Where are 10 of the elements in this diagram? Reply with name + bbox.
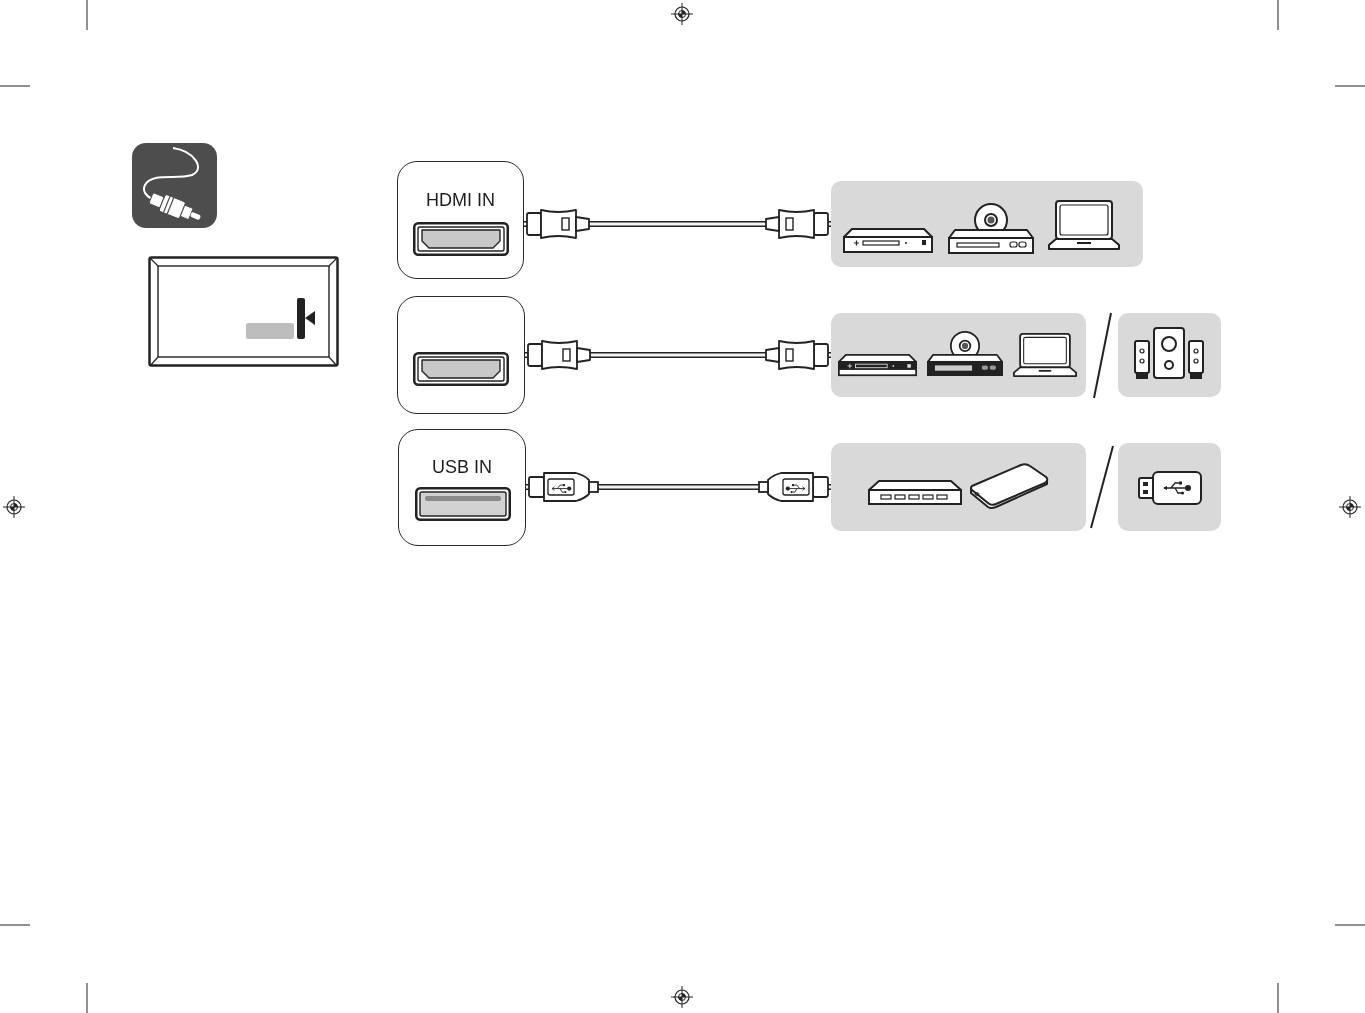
port-panel	[398, 429, 526, 546]
port-panel	[397, 161, 524, 279]
port-label: HDMI IN	[426, 190, 495, 211]
device-panel	[831, 181, 1143, 267]
port-label: USB IN	[432, 457, 492, 478]
port-panel	[397, 296, 525, 414]
device-panel	[831, 313, 1086, 397]
device-panel	[1118, 313, 1221, 397]
device-panel	[831, 443, 1086, 531]
device-panel	[1118, 443, 1221, 531]
